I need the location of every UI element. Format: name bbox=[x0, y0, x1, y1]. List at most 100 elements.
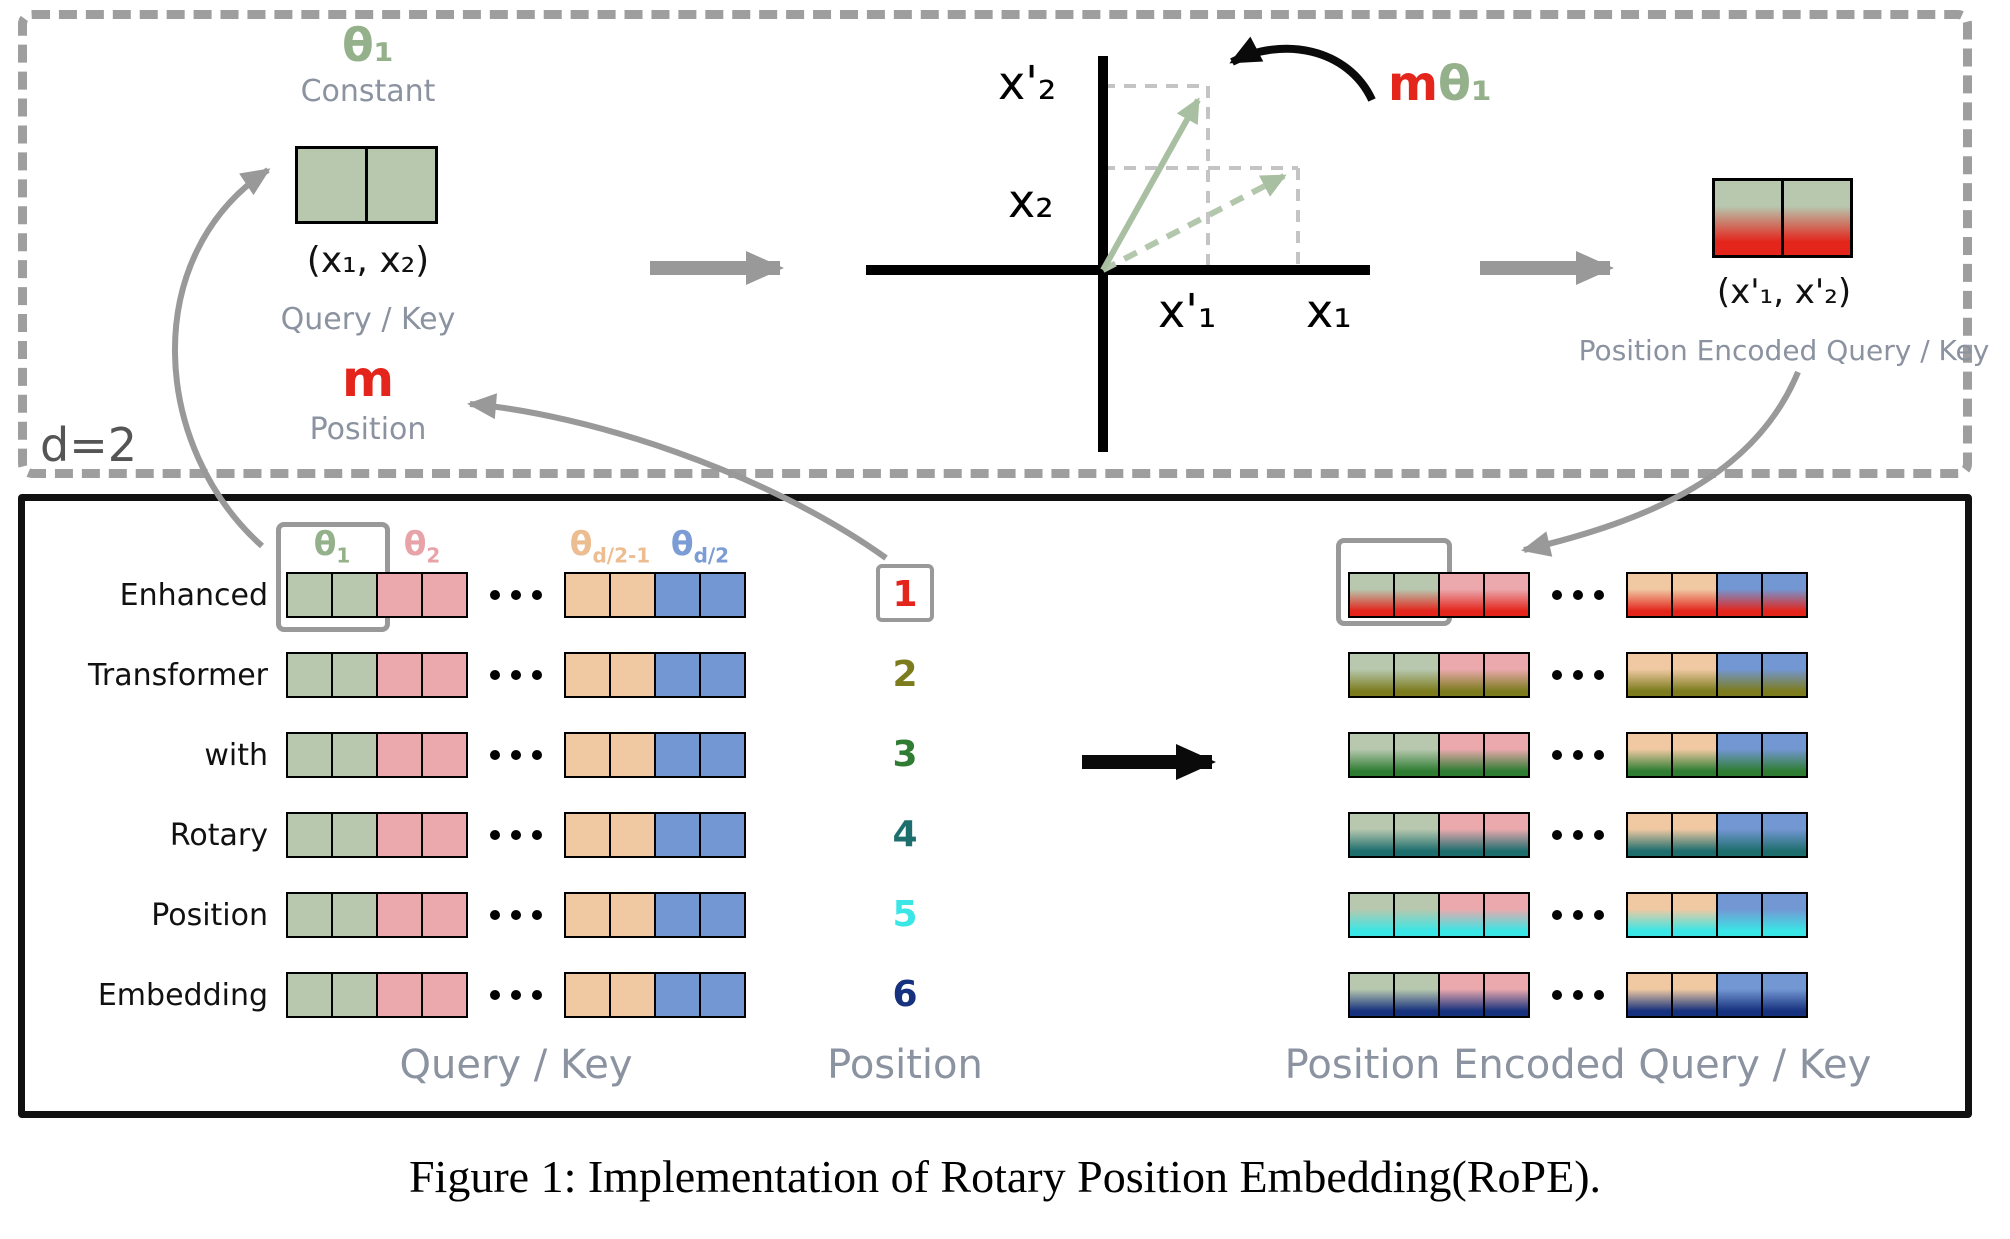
qk-vector-cell bbox=[295, 146, 368, 224]
theta-symbol: θ bbox=[670, 524, 694, 563]
qk-cell bbox=[699, 732, 746, 778]
encoded-cell bbox=[1626, 812, 1673, 858]
ellipsis-dots bbox=[468, 910, 564, 920]
encoded-cell bbox=[1483, 572, 1530, 618]
qk-cell bbox=[699, 892, 746, 938]
cell-block bbox=[1348, 892, 1530, 938]
qk-cell bbox=[421, 972, 468, 1018]
cell-block bbox=[1626, 732, 1808, 778]
dot bbox=[1573, 830, 1583, 840]
encoded-cell bbox=[1393, 732, 1440, 778]
ellipsis-dots bbox=[1530, 830, 1626, 840]
word-label: with bbox=[204, 737, 268, 773]
theta-header: θ1 bbox=[314, 524, 351, 568]
theta-subscript: 2 bbox=[426, 543, 441, 568]
qk-cell bbox=[286, 892, 333, 938]
cell-block bbox=[564, 972, 746, 1018]
encoded-cell bbox=[1438, 732, 1485, 778]
dot bbox=[511, 910, 521, 920]
m-theta-m: m bbox=[1388, 56, 1439, 112]
encoded-cell bbox=[1626, 892, 1673, 938]
cell-block bbox=[1348, 972, 1530, 1018]
encoded-cell bbox=[1761, 812, 1808, 858]
dot bbox=[490, 670, 500, 680]
encoded-cell bbox=[1671, 892, 1718, 938]
qk-cell bbox=[286, 732, 333, 778]
encoded-cell bbox=[1716, 572, 1763, 618]
qk-cell bbox=[609, 732, 656, 778]
qk-cell bbox=[609, 812, 656, 858]
cell-block bbox=[564, 572, 746, 618]
dot bbox=[1594, 910, 1604, 920]
qk-cell bbox=[376, 572, 423, 618]
encoded-cell bbox=[1761, 892, 1808, 938]
dot bbox=[532, 590, 542, 600]
rotated-coords-label: (x'₁, x'₂) bbox=[1716, 272, 1852, 312]
encoded-row bbox=[1348, 732, 1808, 778]
qk-cell bbox=[699, 572, 746, 618]
axis-label-x2-prime: x'₂ bbox=[998, 56, 1057, 110]
constant-caption: Constant bbox=[300, 74, 436, 109]
qk-cell bbox=[699, 812, 746, 858]
encoded-cell bbox=[1671, 652, 1718, 698]
dot bbox=[511, 830, 521, 840]
dot bbox=[1573, 990, 1583, 1000]
axis-label-x2: x₂ bbox=[1008, 174, 1054, 228]
cell-block bbox=[564, 652, 746, 698]
theta-header: θ2 bbox=[404, 524, 441, 568]
encoded-cell bbox=[1716, 972, 1763, 1018]
qk-cell bbox=[421, 892, 468, 938]
encoded-caption-top: Position Encoded Query / Key bbox=[1578, 334, 1990, 367]
word-label: Transformer bbox=[87, 657, 268, 693]
ellipsis-dots bbox=[468, 670, 564, 680]
qk-cell bbox=[331, 652, 378, 698]
dot bbox=[532, 990, 542, 1000]
encoded-cell bbox=[1393, 572, 1440, 618]
qk-row: Enhanced bbox=[40, 572, 746, 618]
encoded-cell bbox=[1348, 972, 1395, 1018]
cell-block bbox=[1626, 652, 1808, 698]
dot bbox=[511, 990, 521, 1000]
theta-header: θd/2-1 bbox=[570, 524, 650, 568]
encoded-cell bbox=[1626, 972, 1673, 1018]
encoded-cell bbox=[1716, 892, 1763, 938]
theta-symbol: θ bbox=[313, 524, 337, 563]
dot bbox=[1573, 670, 1583, 680]
qk-cell bbox=[376, 812, 423, 858]
cell-block bbox=[286, 972, 468, 1018]
dot bbox=[1552, 830, 1562, 840]
dot bbox=[1552, 990, 1562, 1000]
cell-block bbox=[564, 892, 746, 938]
cell-block bbox=[564, 812, 746, 858]
encoded-cell bbox=[1716, 732, 1763, 778]
encoded-cell bbox=[1393, 812, 1440, 858]
qk-cell bbox=[609, 652, 656, 698]
qk-cell bbox=[421, 732, 468, 778]
m-theta-rotation-label: mθ₁ bbox=[1388, 56, 1492, 112]
encoded-cell bbox=[1671, 812, 1718, 858]
dot bbox=[1552, 670, 1562, 680]
encoded-cell bbox=[1761, 732, 1808, 778]
m-position-label: m bbox=[341, 350, 395, 408]
encoded-cell bbox=[1438, 652, 1485, 698]
position-number: 5 bbox=[892, 894, 918, 935]
qk-cell bbox=[376, 892, 423, 938]
cell-block bbox=[286, 892, 468, 938]
qk-row: Rotary bbox=[40, 812, 746, 858]
dot bbox=[1594, 670, 1604, 680]
ellipsis-dots bbox=[468, 590, 564, 600]
encoded-cell bbox=[1348, 652, 1395, 698]
query-key-caption: Query / Key bbox=[280, 302, 456, 337]
encoded-cell bbox=[1626, 652, 1673, 698]
query-key-vector-box bbox=[295, 146, 438, 224]
qk-cell bbox=[654, 892, 701, 938]
word-label: Enhanced bbox=[119, 577, 268, 613]
cell-block bbox=[286, 652, 468, 698]
footer-encoded: Position Encoded Query / Key bbox=[1284, 1042, 1872, 1088]
theta-symbol: θ bbox=[569, 524, 593, 563]
qk-cell bbox=[421, 652, 468, 698]
cell-block bbox=[1348, 572, 1530, 618]
qk-vector-cell bbox=[365, 146, 438, 224]
encoded-cell bbox=[1348, 892, 1395, 938]
qk-cell bbox=[654, 812, 701, 858]
